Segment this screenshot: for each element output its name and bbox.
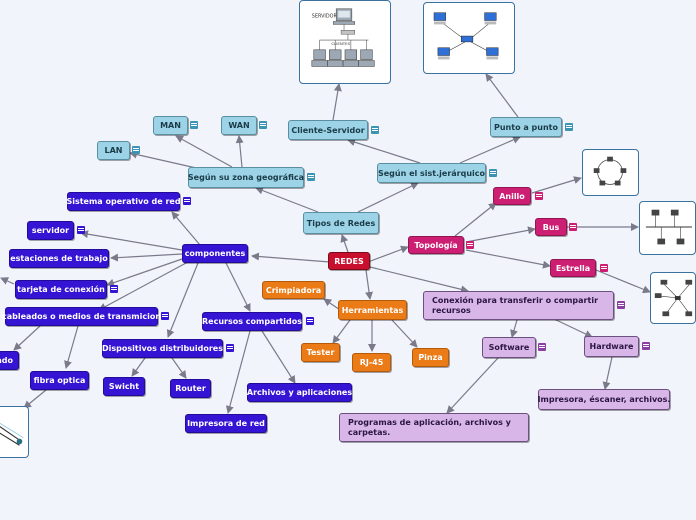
node-topologia[interactable]: Topología [408, 236, 464, 254]
fiber-optic-image [0, 406, 29, 458]
node-sist-jerarquico[interactable]: Según el sist.jerárquico [377, 163, 486, 183]
node-fibra-optica[interactable]: fibra optica [30, 371, 89, 390]
note-icon[interactable] [600, 264, 608, 272]
node-programas[interactable]: Programas de aplicación, archivos y carp… [339, 413, 529, 442]
node-estrella[interactable]: Estrella [550, 259, 596, 277]
node-herramientas[interactable]: Herramientas [338, 300, 407, 320]
star-topology-image [650, 272, 696, 324]
note-icon[interactable] [190, 121, 198, 129]
node-wan[interactable]: WAN [221, 116, 257, 135]
node-crimpiadora[interactable]: Crimpiadora [262, 281, 325, 299]
note-icon[interactable] [535, 192, 543, 200]
peer-to-peer-image [423, 2, 515, 74]
note-icon[interactable] [617, 301, 625, 309]
node-punto-a-punto[interactable]: Punto a punto [490, 117, 562, 137]
note-icon[interactable] [161, 312, 169, 320]
node-rj45[interactable]: RJ-45 [352, 353, 391, 372]
note-icon[interactable] [306, 317, 314, 325]
node-conexion[interactable]: Conexión para transferir o compartir rec… [423, 291, 614, 320]
node-dispositivos[interactable]: Dispositivos distribuidores [102, 339, 223, 358]
bus-topology-image [639, 201, 696, 255]
note-icon[interactable] [110, 285, 118, 293]
node-tipos-de-redes[interactable]: Tipos de Redes [303, 212, 379, 234]
root-node-redes[interactable]: REDES [328, 252, 370, 270]
node-sistema-operativo[interactable]: Sistema operativo de red [66, 192, 181, 211]
node-recursos[interactable]: Recursos compartidos [202, 312, 302, 331]
note-icon[interactable] [371, 126, 379, 134]
node-software[interactable]: Software [482, 337, 536, 358]
node-cut-off-ado[interactable]: ado [0, 351, 19, 370]
node-tarjeta[interactable]: tarjeta de conexión [15, 280, 107, 299]
node-switch[interactable]: Swicht [103, 377, 145, 396]
node-bus[interactable]: Bus [535, 218, 567, 236]
note-icon[interactable] [77, 226, 85, 234]
note-icon[interactable] [489, 169, 497, 177]
node-zona-geografica[interactable]: Según su zona geográfica [188, 167, 304, 188]
node-archivos[interactable]: Archivos y aplicaciones [247, 383, 352, 402]
note-icon[interactable] [642, 342, 650, 350]
node-impresora-escaner[interactable]: Impresora, éscaner, archivos. [538, 389, 670, 410]
node-servidor[interactable]: servidor [27, 221, 74, 240]
note-icon[interactable] [569, 223, 577, 231]
node-estaciones[interactable]: estaciones de trabajo [9, 249, 109, 268]
node-hardware[interactable]: Hardware [584, 336, 639, 357]
node-impresora-red[interactable]: Impresora de red [185, 414, 267, 433]
node-man[interactable]: MAN [153, 116, 188, 135]
client-server-image: SERVIDOR CLIENTES [299, 0, 391, 84]
note-icon[interactable] [466, 241, 474, 249]
note-icon[interactable] [132, 146, 140, 154]
servidor-caption: SERVIDOR [312, 14, 338, 20]
note-icon[interactable] [259, 121, 267, 129]
note-icon[interactable] [183, 197, 191, 205]
node-lan[interactable]: LAN [97, 141, 130, 160]
clientes-caption: CLIENTES [331, 41, 350, 46]
note-icon[interactable] [226, 344, 234, 352]
node-pinza[interactable]: Pinza [412, 348, 449, 367]
node-anillo[interactable]: Anillo [493, 187, 531, 205]
node-cliente-servidor[interactable]: Cliente-Servidor [288, 120, 368, 140]
node-cableados[interactable]: cableados o medios de transmicion [2, 307, 161, 326]
node-tester[interactable]: Tester [301, 343, 340, 362]
note-icon[interactable] [565, 123, 573, 131]
ring-topology-image [582, 149, 639, 196]
note-icon[interactable] [538, 343, 546, 351]
node-componentes[interactable]: componentes [182, 244, 248, 263]
note-icon[interactable] [307, 173, 315, 181]
node-router[interactable]: Router [170, 379, 211, 398]
